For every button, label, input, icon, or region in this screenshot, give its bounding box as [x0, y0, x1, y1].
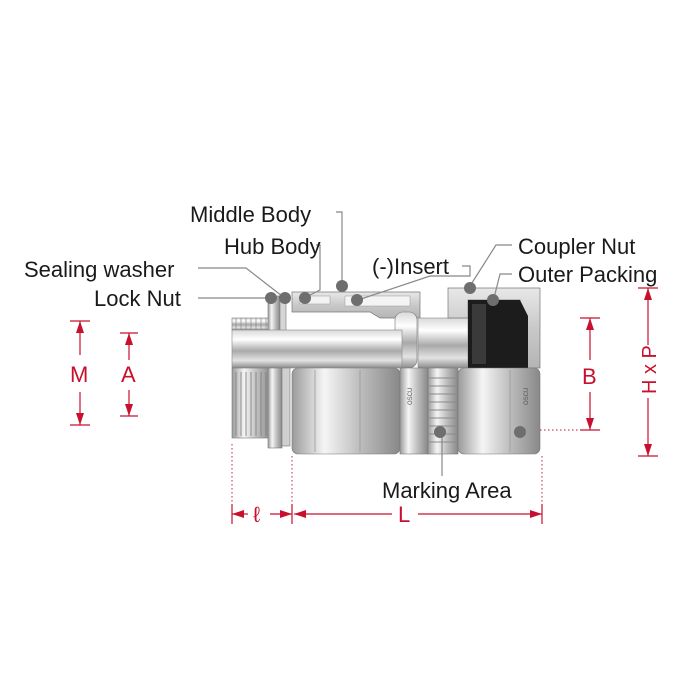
label-marking-area: Marking Area: [382, 478, 512, 503]
dimension-lines: [70, 287, 658, 524]
entry-thread-exterior: [231, 367, 273, 439]
washer-exterior: [281, 367, 291, 447]
dim-label-A: A: [121, 362, 136, 387]
dot-middle-body: [336, 280, 348, 292]
dim-label-L: L: [398, 502, 410, 527]
exterior-view: OSCU OSCU: [231, 367, 541, 455]
label-middle-body: Middle Body: [190, 202, 311, 227]
dot-hub-body: [299, 292, 311, 304]
dim-label-M: M: [70, 362, 88, 387]
dot-coupler-nut: [464, 282, 476, 294]
dim-label-l: ℓ: [253, 502, 261, 527]
label-sealing-washer: Sealing washer: [24, 257, 174, 282]
label-outer-packing: Outer Packing: [518, 262, 657, 287]
label-lock-nut: Lock Nut: [94, 286, 181, 311]
label-coupler-nut: Coupler Nut: [518, 234, 635, 259]
dot-sealing-washer: [279, 292, 291, 304]
coupler-nut-exterior: [457, 367, 541, 455]
label-hub-body: Hub Body: [224, 234, 321, 259]
dot-outer-packing: [487, 294, 499, 306]
dim-label-HxP: H x P: [639, 345, 661, 394]
extension-lines: [231, 429, 580, 504]
dot-insert: [351, 294, 363, 306]
lock-nut-exterior: [267, 367, 283, 449]
marking-area-grooves: [427, 367, 459, 455]
label-insert: (-)Insert: [372, 254, 449, 279]
leader-lines: [198, 211, 512, 476]
marking-text-2: OSCU: [524, 388, 530, 405]
middle-body-exterior: [399, 367, 429, 455]
dot-lock-nut: [265, 292, 277, 304]
leader-dots: [265, 280, 526, 438]
marking-text-1: OSCU: [408, 388, 414, 405]
section-view: [231, 287, 541, 369]
dim-label-B: B: [582, 364, 597, 389]
dot-marking-area: [434, 426, 446, 438]
bore: [231, 329, 403, 369]
dot-marking-area-2: [514, 426, 526, 438]
hub-body-exterior: [291, 367, 401, 455]
